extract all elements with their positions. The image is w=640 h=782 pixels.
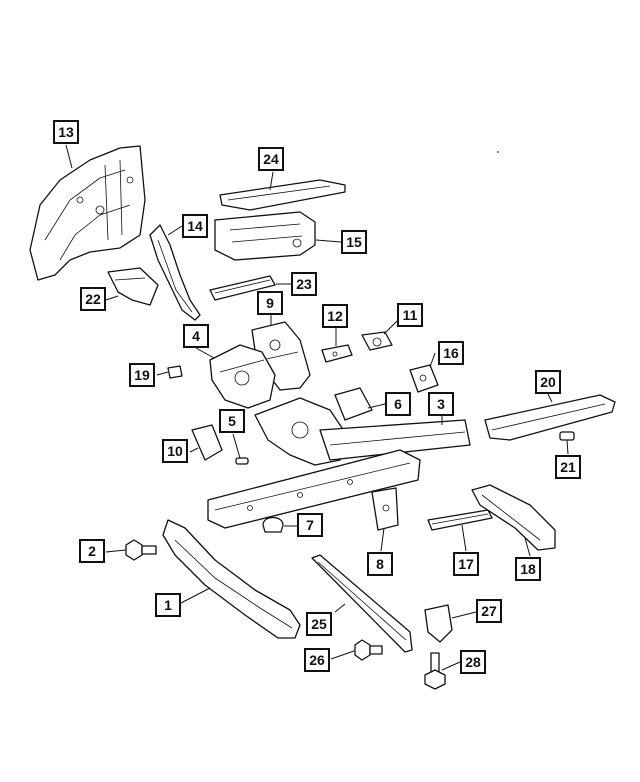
part-2-bolt xyxy=(125,539,157,561)
callout-13[interactable]: 13 xyxy=(53,120,79,144)
callout-7[interactable]: 7 xyxy=(297,513,323,537)
part-19-clip xyxy=(167,365,183,379)
part-24-upper-rail xyxy=(219,179,346,211)
callout-12[interactable]: 12 xyxy=(322,304,348,328)
part-20-side-rail xyxy=(484,394,616,441)
part-17-strip xyxy=(427,509,493,531)
part-8-bracket xyxy=(371,487,399,531)
callout-3[interactable]: 3 xyxy=(428,392,454,416)
leader-19 xyxy=(156,371,169,376)
part-6-plate xyxy=(334,387,373,421)
part-11-mount xyxy=(361,331,393,351)
leader-11 xyxy=(383,320,398,335)
leader-lines xyxy=(65,144,569,671)
leader-13 xyxy=(65,144,73,169)
leader-25 xyxy=(334,603,346,613)
leader-20 xyxy=(547,393,553,403)
callout-16[interactable]: 16 xyxy=(438,341,464,365)
leader-27 xyxy=(451,611,477,619)
callout-1[interactable]: 1 xyxy=(155,593,181,617)
leader-8 xyxy=(380,527,385,552)
part-12-bracket xyxy=(321,344,353,363)
leader-2 xyxy=(105,549,127,553)
part-4-shock-tower xyxy=(209,344,276,409)
callout-25[interactable]: 25 xyxy=(306,612,332,636)
leader-6 xyxy=(367,403,386,409)
callout-8[interactable]: 8 xyxy=(367,552,393,576)
leader-16 xyxy=(429,352,436,368)
callout-22[interactable]: 22 xyxy=(80,287,106,311)
leader-10 xyxy=(189,447,199,453)
leader-21 xyxy=(566,439,569,455)
callout-18[interactable]: 18 xyxy=(515,557,541,581)
stray-dot xyxy=(497,151,499,153)
part-1-bumper-beam xyxy=(162,519,301,639)
part-15-cowl-panel xyxy=(214,211,316,261)
leader-18 xyxy=(524,537,531,557)
part-5-plug xyxy=(235,457,249,465)
part-10-gusset xyxy=(191,424,223,461)
callout-26[interactable]: 26 xyxy=(304,648,330,672)
callout-6[interactable]: 6 xyxy=(385,392,411,416)
part-main-longitudinal-rail xyxy=(207,449,421,529)
part-23-reinforcement-strip xyxy=(209,275,276,301)
leader-24 xyxy=(269,171,274,191)
part-26-bolt xyxy=(354,639,383,661)
leader-14 xyxy=(167,225,183,236)
part-7-grommet xyxy=(262,516,284,533)
part-18-rear-rail xyxy=(471,484,556,551)
callout-27[interactable]: 27 xyxy=(476,599,502,623)
part-27-bracket xyxy=(424,604,453,643)
callout-15[interactable]: 15 xyxy=(341,230,367,254)
callout-10[interactable]: 10 xyxy=(162,439,188,463)
callout-20[interactable]: 20 xyxy=(535,370,561,394)
leader-1 xyxy=(180,587,211,604)
part-25-crossmember xyxy=(311,554,413,653)
part-3-frame-rail xyxy=(254,397,471,466)
callout-24[interactable]: 24 xyxy=(258,147,284,171)
callout-21[interactable]: 21 xyxy=(555,455,581,479)
part-21-clip xyxy=(559,431,575,441)
part-22-bracket xyxy=(107,267,159,306)
leader-17 xyxy=(461,524,467,552)
callout-14[interactable]: 14 xyxy=(182,214,208,238)
part-28-bolt xyxy=(424,652,446,690)
leader-15 xyxy=(315,239,342,243)
leader-4 xyxy=(195,347,215,359)
callout-17[interactable]: 17 xyxy=(453,552,479,576)
callout-2[interactable]: 2 xyxy=(79,539,105,563)
leader-28 xyxy=(441,661,461,671)
callout-19[interactable]: 19 xyxy=(129,363,155,387)
part-13-fender-apron xyxy=(29,145,146,281)
part-16-bracket xyxy=(409,364,439,393)
callout-4[interactable]: 4 xyxy=(183,324,209,348)
leader-5 xyxy=(232,433,241,459)
callout-28[interactable]: 28 xyxy=(460,650,486,674)
leader-22 xyxy=(105,295,119,301)
callout-11[interactable]: 11 xyxy=(397,303,423,327)
leader-26 xyxy=(330,650,355,660)
callout-9[interactable]: 9 xyxy=(257,291,283,315)
callout-23[interactable]: 23 xyxy=(291,272,317,296)
callout-5[interactable]: 5 xyxy=(219,409,245,433)
part-14-wheelhouse-arch xyxy=(149,224,201,321)
